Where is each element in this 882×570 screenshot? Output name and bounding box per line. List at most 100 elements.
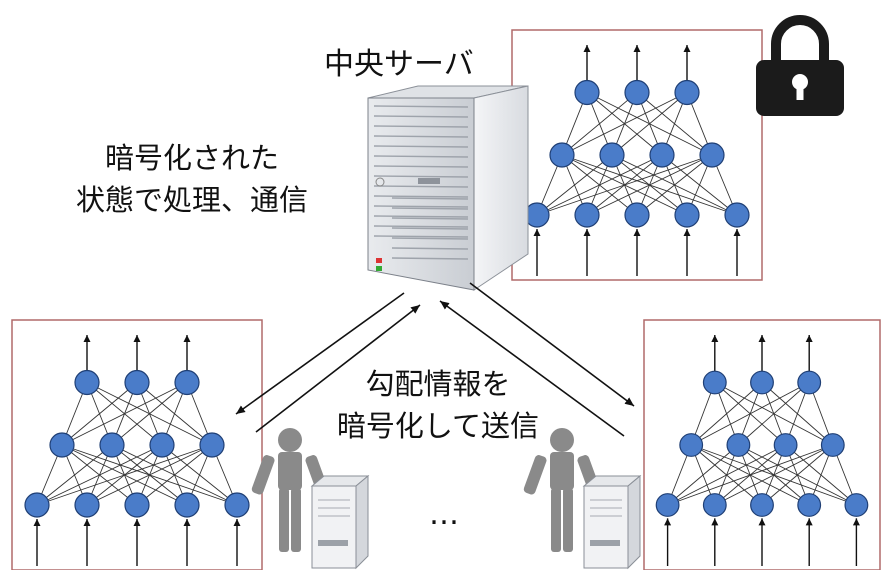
nn-node: [624, 202, 650, 228]
nn-node: [124, 369, 150, 396]
nn-edge: [586, 92, 713, 156]
nn-io-arrows: [33, 335, 241, 566]
nn-edge: [690, 444, 763, 506]
arrow-server-to-right: [469, 282, 635, 407]
nn-edge: [636, 92, 713, 156]
nn-node: [624, 79, 650, 106]
server-slot: [391, 217, 469, 220]
nn-edge: [111, 444, 238, 506]
server-slot: [391, 237, 469, 240]
encrypted-processing-label-line2: 状態で処理、通信: [76, 183, 308, 217]
nn-node: [49, 432, 75, 458]
server-slot: [373, 205, 469, 208]
nn-node: [750, 370, 774, 395]
nn-node: [74, 492, 100, 518]
server-slot: [373, 185, 469, 188]
server-slot: [373, 155, 469, 158]
server-slot: [391, 227, 469, 230]
nn-node: [797, 493, 822, 517]
nn-node: [549, 142, 575, 168]
server-slot: [373, 145, 469, 148]
nn-io-arrows: [533, 45, 741, 276]
nn-edge: [61, 444, 188, 506]
nn-edge: [691, 444, 857, 506]
nn-node: [797, 370, 822, 395]
nn-node: [724, 202, 750, 228]
nn-node: [655, 493, 680, 517]
server-slot: [391, 207, 469, 210]
server-slot: [391, 257, 469, 260]
gradient-label-line2: 暗号化して送信: [337, 409, 539, 443]
nn-edge: [161, 444, 238, 506]
nn-node: [679, 433, 704, 457]
nn-edge: [136, 382, 213, 446]
nn-edge: [738, 444, 857, 506]
tower-server-icon: [367, 85, 529, 291]
nn-edge: [714, 382, 834, 446]
nn-edge: [661, 154, 738, 216]
client-server-icon: [582, 474, 642, 570]
arrow-server-to-left: [235, 292, 405, 415]
nn-edge: [611, 154, 738, 216]
nn-edge: [761, 382, 834, 446]
nn-node: [702, 493, 727, 517]
nn-edge: [86, 382, 163, 446]
server-slot: [373, 125, 469, 128]
nn-node: [820, 433, 845, 457]
nn-node: [844, 493, 869, 517]
nn-edge: [61, 444, 138, 506]
nn-node: [124, 492, 150, 518]
arrow-right-to-server: [439, 300, 625, 437]
nn-edge: [561, 154, 638, 216]
communication-arrows: [235, 282, 635, 437]
nn-node: [149, 432, 175, 458]
nn-node: [702, 370, 727, 395]
nn-edge: [586, 92, 663, 156]
server-slot: [373, 225, 469, 228]
nn-edge: [714, 382, 786, 446]
nn-node: [199, 432, 225, 458]
server-slot: [373, 165, 469, 168]
nn-node: [574, 202, 600, 228]
nn-node: [674, 79, 700, 106]
nn-edge: [690, 444, 810, 506]
server-slot: [373, 175, 469, 178]
nn-node: [750, 493, 774, 517]
server-slot: [373, 235, 469, 238]
central-server-label: 中央サーバ: [324, 47, 474, 82]
server-slot: [373, 195, 469, 198]
arrow-left-to-server: [255, 304, 421, 433]
nn-node: [599, 142, 625, 168]
padlock-icon: [756, 15, 844, 116]
nn-io-arrows: [664, 335, 860, 566]
nn-node: [524, 202, 550, 228]
server-slot: [391, 197, 469, 200]
nn-panel-server: [511, 29, 763, 281]
server-slot: [373, 115, 469, 118]
encrypted-processing-label-line1: 暗号化された: [105, 141, 279, 175]
nn-node: [773, 433, 798, 457]
nn-node: [74, 369, 100, 396]
nn-node: [649, 142, 675, 168]
server-slot: [373, 135, 469, 138]
nn-node: [674, 202, 700, 228]
nn-edge: [785, 444, 857, 506]
nn-node: [726, 433, 751, 457]
gradient-label-line1: 勾配情報を: [365, 367, 510, 401]
client-server-icon: [310, 474, 370, 570]
nn-node: [24, 492, 50, 518]
nn-panel-client-left: [11, 319, 263, 570]
server-slot: [373, 105, 469, 108]
nn-node: [574, 79, 600, 106]
nn-edge: [86, 382, 213, 446]
nn-node: [224, 492, 250, 518]
nn-edge: [61, 444, 238, 506]
nn-edge: [561, 154, 688, 216]
nn-node: [699, 142, 725, 168]
nn-panel-client-right: [643, 319, 881, 570]
nn-edge: [561, 154, 738, 216]
server-slot: [391, 247, 469, 250]
server-slot: [373, 215, 469, 218]
nn-node: [174, 492, 200, 518]
